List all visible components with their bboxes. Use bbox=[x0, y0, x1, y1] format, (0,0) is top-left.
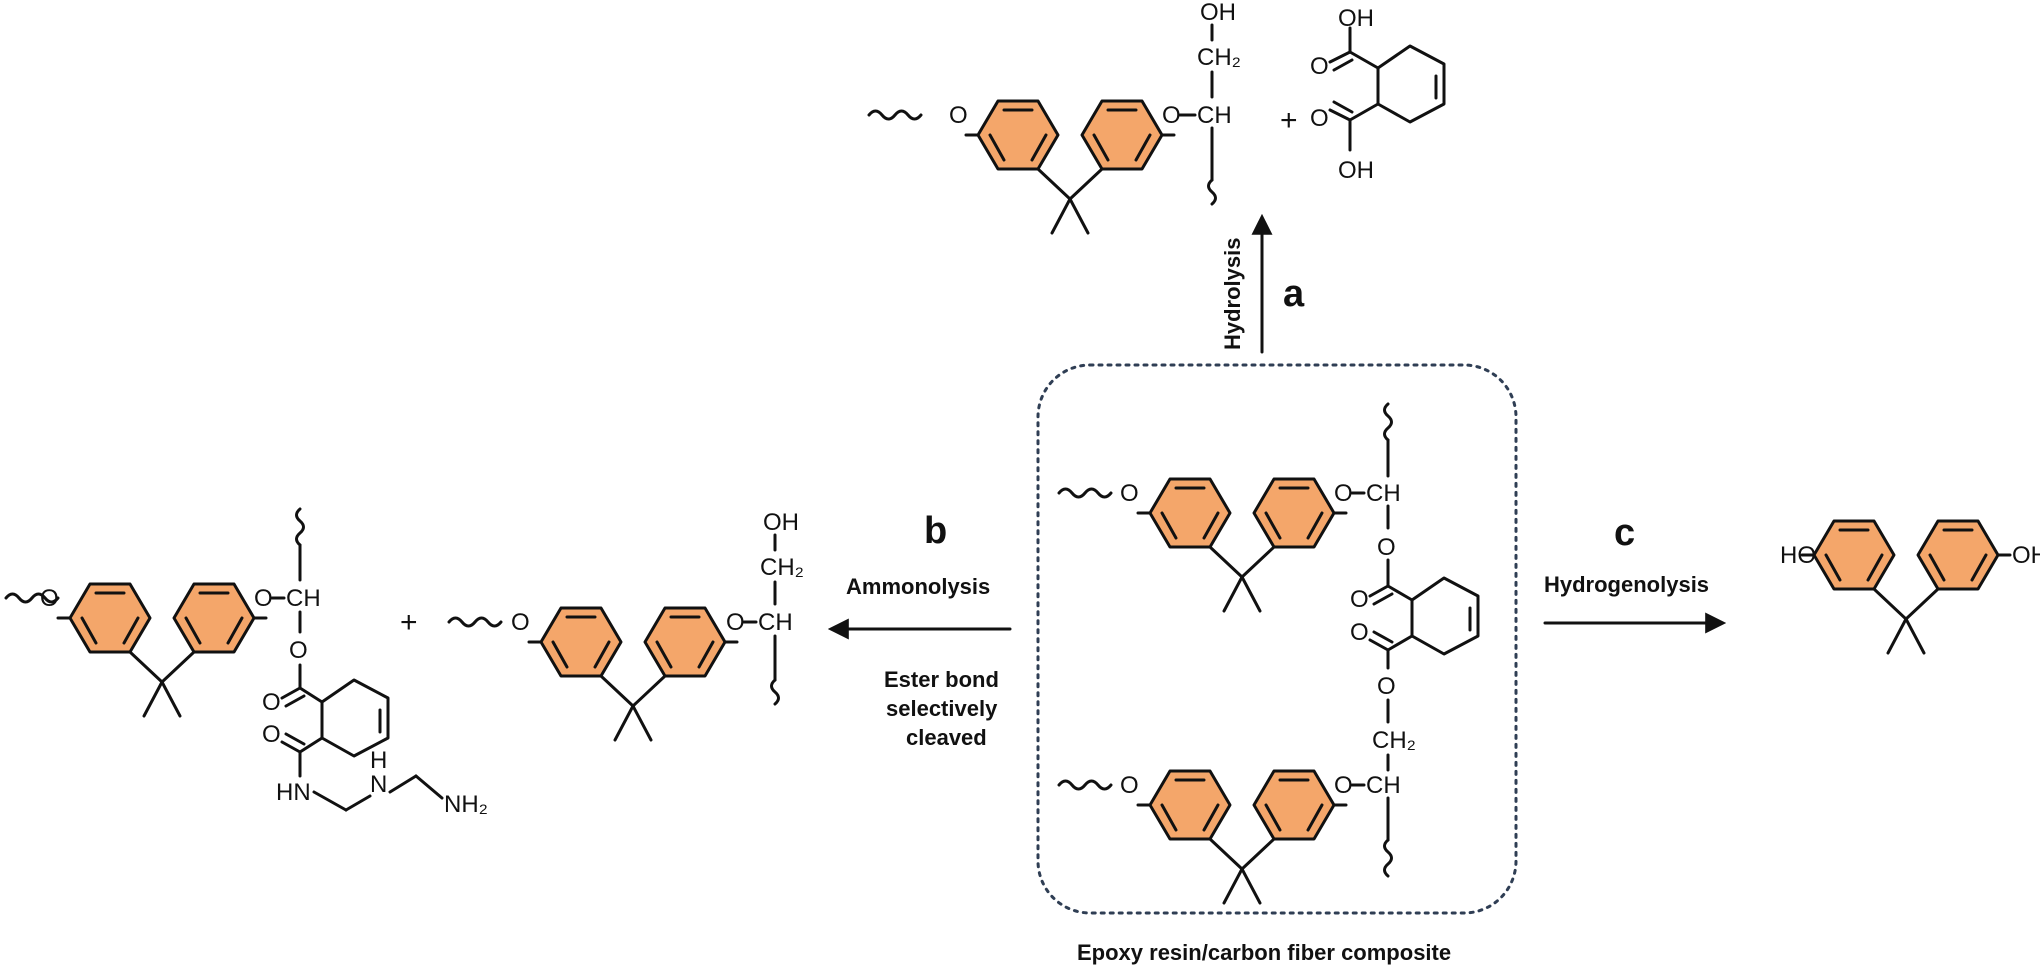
plus-sign: + bbox=[400, 606, 418, 639]
atom-o: O bbox=[1120, 772, 1139, 799]
atom-oh: OH bbox=[763, 509, 799, 536]
hydrolysis-product-polymer: O O CH CH₂ OH bbox=[867, 0, 1241, 235]
atom-o: O bbox=[949, 102, 968, 129]
atom-ch: CH bbox=[1366, 480, 1401, 507]
ester-note-line1: Ester bond bbox=[884, 667, 999, 692]
composite-structure: O O CH O O O O CH₂ O O CH bbox=[1057, 402, 1480, 905]
atom-o: O bbox=[1334, 772, 1353, 799]
atom-o: O bbox=[1310, 53, 1329, 80]
atom-ch: CH bbox=[286, 585, 321, 612]
atom-o: O bbox=[1162, 102, 1181, 129]
atom-oh: OH bbox=[1338, 157, 1374, 184]
atom-o: O bbox=[1120, 480, 1139, 507]
ester-note-line2: selectively bbox=[886, 696, 998, 721]
atom-nh2: NH₂ bbox=[444, 791, 488, 818]
label-c: c bbox=[1614, 512, 1635, 554]
atom-ch2: CH₂ bbox=[760, 554, 804, 581]
atom-oh: OH bbox=[1200, 0, 1236, 26]
atom-o: O bbox=[262, 721, 281, 748]
composite-caption: Epoxy resin/carbon fiber composite bbox=[1077, 940, 1451, 965]
tetrahydrophthalic-acid: OH O O OH bbox=[1310, 5, 1446, 184]
atom-ch2: CH₂ bbox=[1197, 44, 1241, 71]
ester-note-line3: cleaved bbox=[906, 725, 987, 750]
label-b: b bbox=[924, 510, 947, 552]
atom-ch: CH bbox=[1197, 102, 1232, 129]
atom-o: O bbox=[1377, 534, 1396, 561]
label-a: a bbox=[1283, 273, 1305, 315]
atom-oh: OH bbox=[1338, 5, 1374, 32]
atom-hn: HN bbox=[276, 779, 311, 806]
ammonolysis-label: Ammonolysis bbox=[846, 574, 990, 599]
atom-n: N bbox=[370, 771, 387, 798]
atom-o: O bbox=[1334, 480, 1353, 507]
amide-product: O O CH O O O HN H N NH₂ bbox=[4, 507, 488, 818]
atom-ch2: CH₂ bbox=[1372, 727, 1416, 754]
bisphenol-a-product: HO OH bbox=[1780, 519, 2040, 655]
ammonolysis-product-polymer: O O CH CH₂ OH bbox=[447, 509, 804, 742]
atom-o: O bbox=[1310, 105, 1329, 132]
plus-sign: + bbox=[1280, 104, 1298, 137]
atom-oh: OH bbox=[2012, 542, 2040, 569]
atom-o: O bbox=[254, 585, 273, 612]
atom-o: O bbox=[262, 689, 281, 716]
hydrolysis-label: Hydrolysis bbox=[1220, 238, 1245, 351]
atom-o: O bbox=[511, 609, 530, 636]
atom-o: O bbox=[1377, 673, 1396, 700]
atom-o: O bbox=[1350, 619, 1369, 646]
atom-ch: CH bbox=[1366, 772, 1401, 799]
hydrogenolysis-label: Hydrogenolysis bbox=[1544, 572, 1709, 597]
atom-o: O bbox=[40, 585, 59, 612]
atom-h: H bbox=[370, 747, 387, 774]
atom-o: O bbox=[726, 609, 745, 636]
atom-o: O bbox=[289, 637, 308, 664]
atom-ch: CH bbox=[758, 609, 793, 636]
composite-box bbox=[1036, 363, 1518, 915]
atom-o: O bbox=[1350, 586, 1369, 613]
